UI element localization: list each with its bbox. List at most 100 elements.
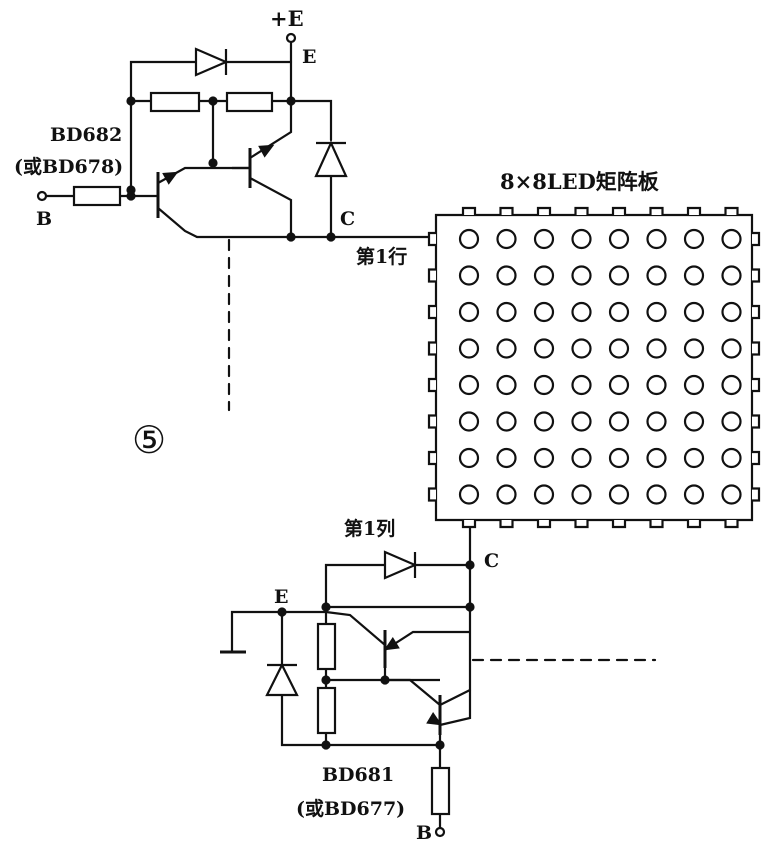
led-dot — [571, 338, 592, 359]
led-dot — [683, 301, 705, 323]
plus-e-label: +E — [270, 6, 304, 31]
led-dot — [721, 411, 742, 432]
bottom-alt-part-label: (或BD677) — [296, 798, 406, 820]
led-dot — [533, 228, 555, 250]
led-dot — [458, 228, 480, 250]
led-dot — [608, 265, 630, 286]
board-tab — [752, 450, 761, 466]
led-dot — [496, 301, 517, 323]
resistor-top-1 — [149, 91, 201, 113]
bottom-transistor-2-collector-lead — [439, 689, 471, 706]
junction-dot — [277, 607, 287, 617]
led-dot — [721, 374, 742, 396]
board-tab — [499, 520, 514, 529]
board-tab — [427, 450, 436, 466]
matrix-title: 8×8LED矩阵板 — [500, 169, 659, 194]
led-dot — [721, 338, 742, 359]
junction-dot — [126, 96, 136, 106]
bottom-feedback-diode — [383, 550, 418, 580]
led-dot — [533, 484, 555, 505]
junction-dot — [208, 158, 218, 168]
bottom-part-label: BD681 — [322, 764, 395, 786]
led-dot — [571, 265, 592, 286]
board-tab — [752, 231, 761, 247]
ground-wire — [230, 610, 284, 654]
resistor-bottom-base — [430, 766, 451, 816]
led-dot — [533, 411, 555, 432]
e-node-label-top: E — [302, 46, 317, 68]
board-tab — [536, 206, 552, 215]
bottom-protection-diode — [265, 662, 299, 697]
led-matrix-board — [434, 213, 754, 522]
led-dot — [608, 447, 630, 469]
board-tab — [611, 520, 627, 529]
led-dot — [458, 447, 480, 469]
terminal — [36, 190, 48, 202]
junction-dot — [321, 675, 331, 685]
top-part-label: BD682 — [50, 124, 123, 146]
junction-dot — [435, 740, 445, 750]
row-label: 第1行 — [356, 246, 408, 268]
top-base-label: B — [36, 208, 53, 230]
led-dot — [608, 484, 630, 505]
junction-dot — [465, 560, 475, 570]
led-dot — [721, 228, 742, 250]
board-tab — [574, 206, 589, 215]
board-tab — [752, 377, 761, 393]
led-dot — [496, 411, 517, 432]
led-dot — [496, 484, 517, 505]
junction-dot — [326, 232, 336, 242]
top-protection-diode — [314, 140, 348, 178]
led-dot — [571, 228, 592, 250]
junction-dot — [208, 96, 218, 106]
led-dot — [533, 338, 555, 359]
led-dot — [496, 228, 517, 250]
board-tab — [686, 206, 702, 215]
led-dot — [683, 411, 705, 432]
led-dot — [496, 265, 517, 286]
board-tab — [427, 414, 436, 429]
junction-dot — [286, 232, 296, 242]
board-tab — [427, 487, 436, 502]
led-dot — [458, 301, 480, 323]
led-dot — [571, 301, 592, 323]
column-label: 第1列 — [344, 518, 396, 540]
led-dot — [721, 265, 742, 286]
board-tab — [611, 206, 627, 215]
led-dot — [458, 338, 480, 359]
junction-dot — [321, 602, 331, 612]
board-tab — [649, 206, 664, 215]
led-dot — [721, 301, 742, 323]
bottom-t2-arrow — [426, 712, 443, 726]
board-tab — [752, 487, 761, 502]
board-tab — [752, 268, 761, 283]
resistor-bottom-2 — [316, 686, 337, 735]
led-dot — [683, 338, 705, 359]
led-dot — [608, 338, 630, 359]
bottom-transistor-2-emitter-lead — [439, 690, 472, 727]
led-dot — [533, 447, 555, 469]
led-dot — [683, 228, 705, 250]
led-dot — [571, 374, 592, 396]
board-tab — [752, 341, 761, 356]
e-node-label-bottom: E — [274, 586, 289, 608]
led-dot — [533, 374, 555, 396]
led-dot — [646, 374, 667, 396]
led-dot — [496, 447, 517, 469]
resistor-top-base — [72, 185, 122, 207]
led-dot — [608, 374, 630, 396]
led-dot — [646, 228, 667, 250]
diode-top-left-wire — [129, 60, 198, 103]
top-transistor-1-emitter-lead — [157, 207, 198, 238]
terminal — [434, 826, 446, 838]
junction-dot — [321, 740, 331, 750]
bottom-collector-label: C — [484, 550, 500, 572]
led-dot — [458, 484, 480, 505]
board-tab — [461, 520, 477, 529]
res-top-right — [270, 99, 333, 142]
board-tab — [686, 520, 702, 529]
bottom-diode-bottom-wire — [280, 693, 328, 747]
board-tab — [752, 304, 761, 320]
led-dot — [608, 301, 630, 323]
